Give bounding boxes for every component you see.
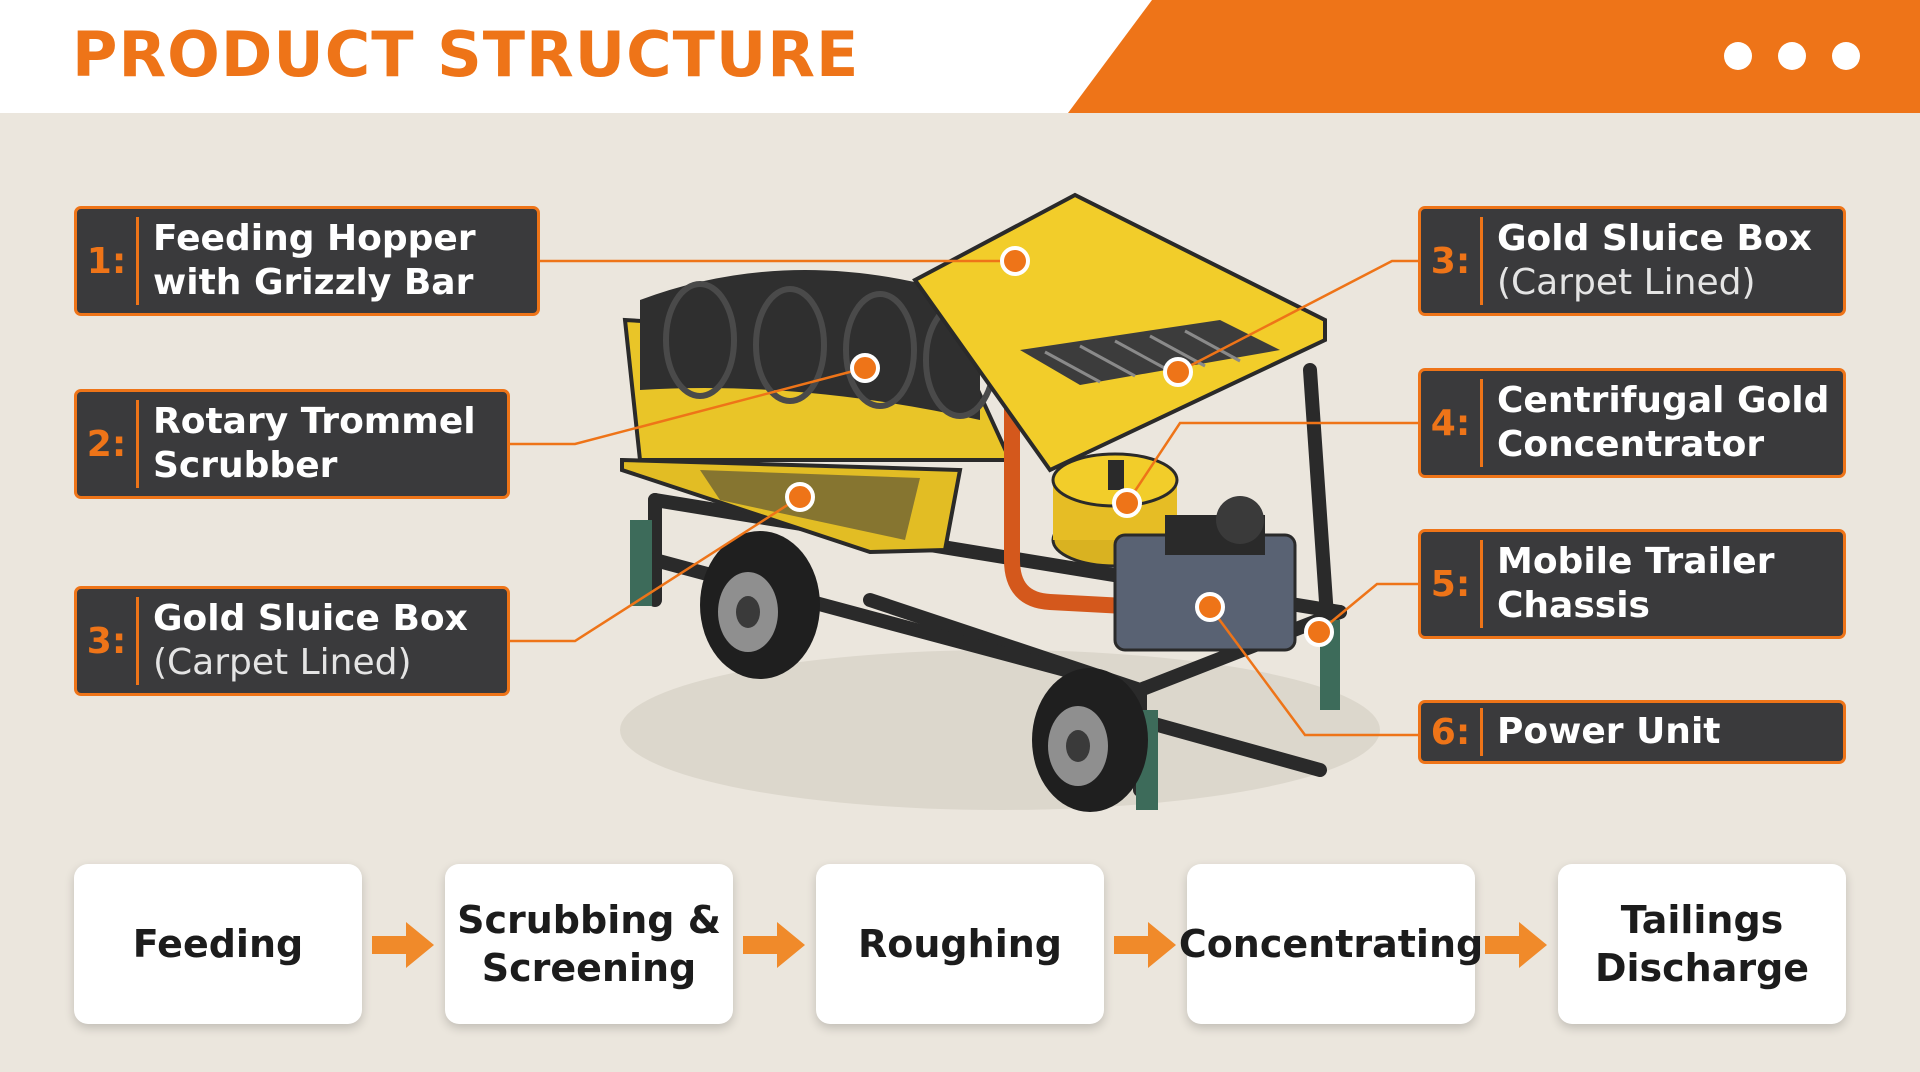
arrow-right-icon (1114, 922, 1176, 968)
callout-trailer-chassis: 5: Mobile Trailer Chassis (1418, 529, 1846, 639)
machine-shadow (620, 650, 1380, 810)
process-step-concentrating: Concentrating (1179, 864, 1483, 1024)
dot-icon (1832, 42, 1860, 70)
process-step-roughing: Roughing (816, 864, 1104, 1024)
power-unit-engine (1113, 496, 1297, 652)
page-title: PRODUCT STRUCTURE (72, 18, 860, 91)
callout-power-unit: 6: Power Unit (1418, 700, 1846, 764)
dot-icon (1724, 42, 1752, 70)
process-step-scrubbing: Scrubbing & Screening (445, 864, 733, 1024)
arrow-right-icon (372, 922, 434, 968)
wheel-front (1032, 668, 1148, 812)
callout-sluice-box-right: 3: Gold Sluice Box (Carpet Lined) (1418, 206, 1846, 316)
callout-trommel-scrubber: 2: Rotary Trommel Scrubber (74, 389, 510, 499)
support-legs (630, 520, 1340, 810)
centrifugal-concentrator (1051, 452, 1179, 568)
callout-feeding-hopper: 1: Feeding Hopper with Grizzly Bar (74, 206, 540, 316)
process-step-feeding: Feeding (74, 864, 362, 1024)
arrow-right-icon (1485, 922, 1547, 968)
menu-dots-icon[interactable] (1724, 42, 1860, 70)
arrow-right-icon (743, 922, 805, 968)
wheel-rear (700, 531, 820, 679)
process-step-tailings: Tailings Discharge (1558, 864, 1846, 1024)
water-pipe (1004, 362, 1133, 614)
dot-icon (1778, 42, 1806, 70)
callout-markers (785, 246, 1334, 647)
leader-lines (510, 259, 1420, 737)
callout-sluice-box-left: 3: Gold Sluice Box (Carpet Lined) (74, 586, 510, 696)
callout-centrifugal-concentrator: 4: Centrifugal Gold Concentrator (1418, 368, 1846, 478)
